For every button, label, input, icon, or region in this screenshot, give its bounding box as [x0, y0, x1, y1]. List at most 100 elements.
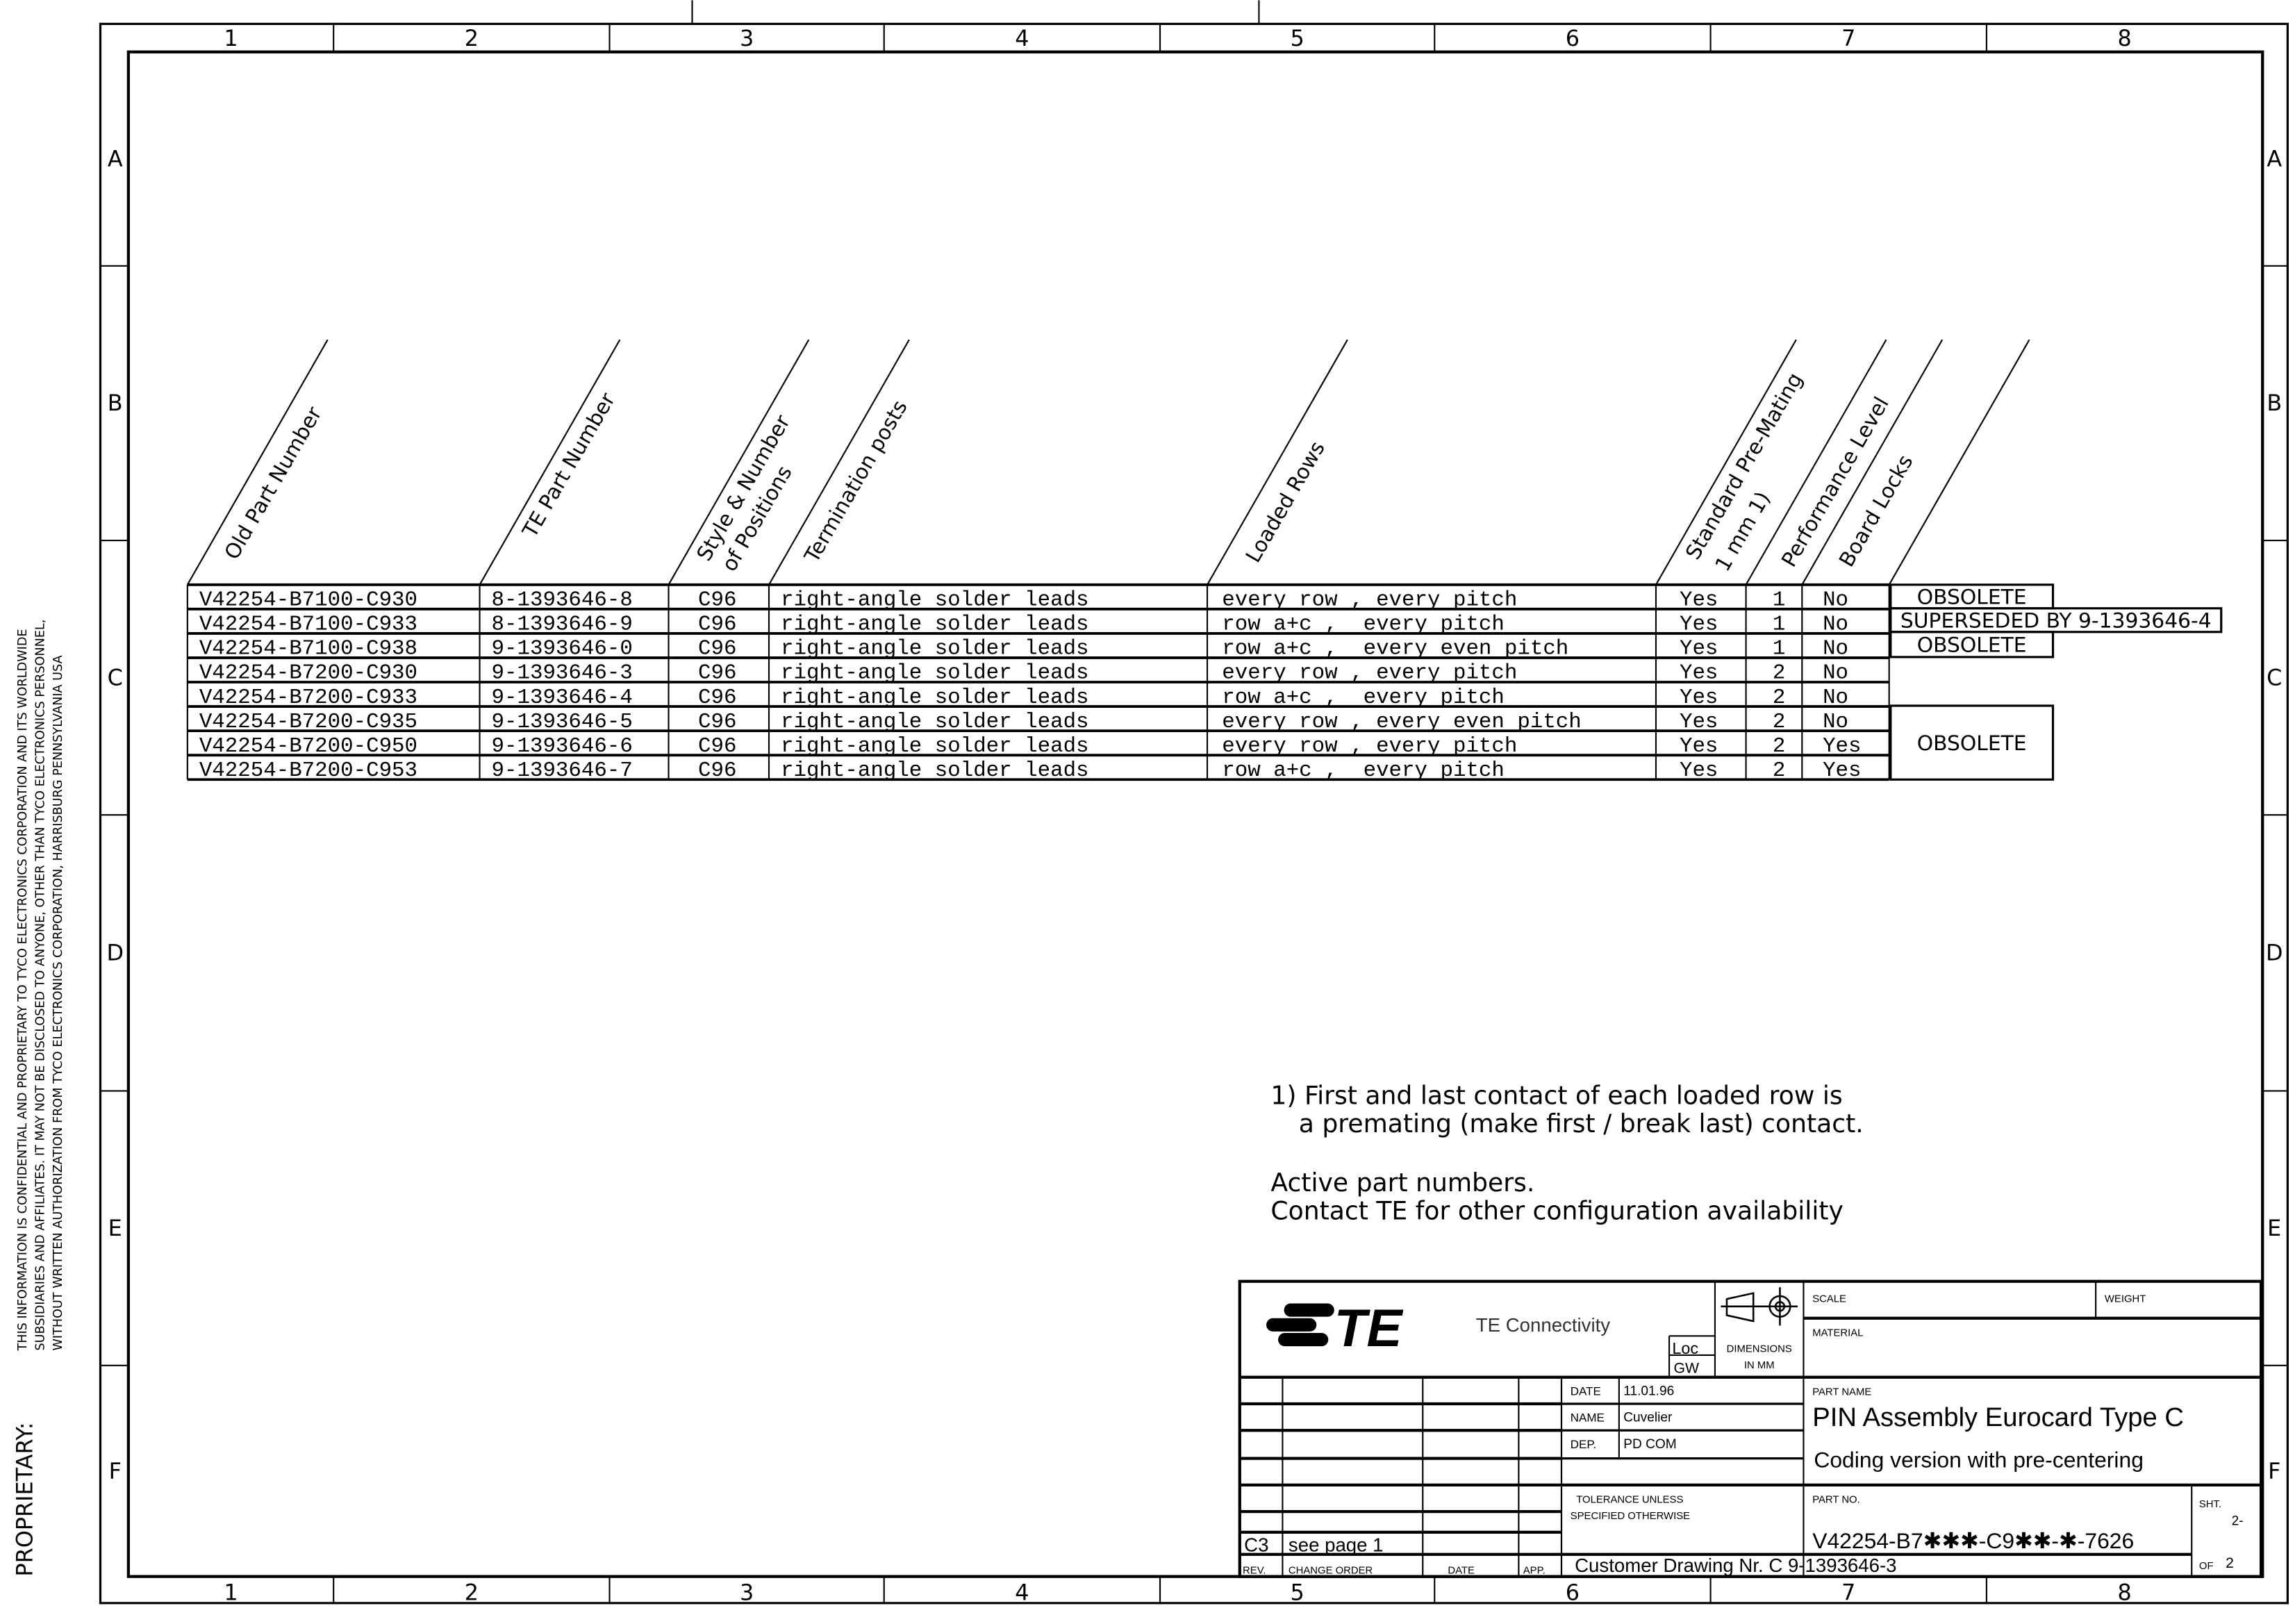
name-label: NAME	[1571, 1411, 1605, 1425]
table-cell: Yes	[1680, 637, 1718, 661]
status-label: OBSOLETE	[1917, 633, 2027, 657]
table-cell: 1	[1773, 613, 1785, 637]
tolerance-label: TOLERANCE UNLESS	[1576, 1494, 1683, 1505]
table-cell: Yes	[1680, 759, 1718, 783]
customer-drawing-number: Customer Drawing Nr. C 9-1393646-3	[1575, 1555, 1896, 1576]
row-marker: D	[2266, 940, 2283, 966]
column-marker: 4	[1015, 25, 1029, 51]
table-cell: No	[1823, 661, 1848, 686]
table-cell: 2	[1773, 710, 1785, 734]
part-no-label: PART NO.	[1812, 1494, 1860, 1505]
table-cell: Yes	[1823, 734, 1861, 759]
table-cell: right-angle solder leads	[781, 613, 1089, 637]
table-cell: Yes	[1823, 759, 1861, 783]
table-cell: right-angle solder leads	[781, 661, 1089, 686]
column-marker: 8	[2117, 1580, 2131, 1606]
row-marker: A	[108, 145, 123, 172]
table-cell: 9-1393646-7	[492, 759, 633, 783]
table-cell: No	[1823, 710, 1848, 734]
status-box	[1889, 704, 2055, 781]
table-cell: 9-1393646-3	[492, 661, 633, 686]
header-slant-line	[1655, 339, 1797, 586]
column-marker: 6	[1566, 25, 1580, 51]
table-cell: V42254-B7200-C933	[199, 686, 417, 710]
dimensions-unit: IN MM	[1744, 1360, 1775, 1371]
material-label: MATERIAL	[1812, 1327, 1863, 1339]
table-cell: C96	[698, 588, 736, 613]
status-box	[1889, 607, 2223, 633]
table-cell: Yes	[1680, 686, 1718, 710]
company-name: TE Connectivity	[1476, 1314, 1611, 1336]
logo-text: TE	[1334, 1299, 1404, 1358]
contact-note: Contact TE for other configuration avail…	[1270, 1195, 1843, 1225]
dep-value: PD COM	[1623, 1437, 1676, 1452]
header-slant-line	[1745, 339, 1887, 586]
proprietary-notice: PROPRIETARY: THIS INFORMATION IS CONFIDE…	[12, 620, 65, 1577]
table-cell: every row , every even pitch	[1222, 710, 1581, 734]
table-cell: Yes	[1680, 710, 1718, 734]
dimensions-label: DIMENSIONS	[1727, 1344, 1792, 1355]
table-cell: row a+c , every pitch	[1222, 759, 1505, 783]
header-slant-line	[1801, 339, 1944, 586]
column-marker: 8	[2117, 25, 2131, 51]
table-cell: 9-1393646-6	[492, 734, 633, 759]
table-cell: right-angle solder leads	[781, 686, 1089, 710]
column-header: TE Part Number	[517, 388, 620, 542]
status-box	[1889, 631, 2055, 658]
column-header: Termination posts	[799, 396, 913, 567]
table-cell: row a+c , every pitch	[1222, 613, 1505, 637]
header-slant-line	[1207, 339, 1348, 586]
row-marker: B	[2267, 390, 2282, 416]
column-marker: 1	[224, 25, 238, 51]
table-cell: 2	[1773, 661, 1785, 686]
column-marker: 3	[740, 25, 754, 51]
loc-label: Loc	[1672, 1339, 1698, 1357]
table-cell: every row , every pitch	[1222, 734, 1517, 759]
column-marker: 7	[1841, 25, 1855, 51]
table-cell: 2	[1773, 759, 1785, 783]
table-cell: every row , every pitch	[1222, 661, 1517, 686]
header-slant-line	[768, 339, 910, 586]
table-cell: right-angle solder leads	[781, 734, 1089, 759]
row-marker: C	[2267, 664, 2282, 690]
proprietary-line: THIS INFORMATION IS CONFIDENTIAL AND PRO…	[16, 629, 30, 1351]
table-cell: 9-1393646-4	[492, 686, 633, 710]
status-label: SUPERSEDED BY 9-1393646-4	[1900, 608, 2212, 633]
column-marker: 7	[1841, 1580, 1855, 1606]
row-marker: E	[2267, 1215, 2281, 1241]
scale-label: SCALE	[1812, 1293, 1846, 1304]
table-cell: C96	[698, 686, 736, 710]
column-marker: 5	[1291, 1580, 1304, 1606]
app-label: APP.	[1523, 1565, 1546, 1576]
date-label: DATE	[1571, 1384, 1601, 1398]
title-block: TE TE Connectivity Loc GW DIMENSIONS IN …	[1238, 1279, 2263, 1578]
of-value: 2	[2226, 1555, 2234, 1571]
sheet-value: 2-	[2232, 1514, 2244, 1528]
table-cell: right-angle solder leads	[781, 637, 1089, 661]
note-1: 1) First and last contact of each loaded…	[1270, 1081, 1842, 1111]
table-cell: Yes	[1680, 734, 1718, 759]
table-cell: V42254-B7200-C935	[199, 710, 417, 734]
row-marker: E	[108, 1215, 122, 1241]
row-marker: F	[2268, 1457, 2280, 1484]
table-cell: right-angle solder leads	[781, 710, 1089, 734]
column-marker: 3	[740, 1580, 754, 1606]
table-cell: right-angle solder leads	[781, 588, 1089, 613]
header-slant-line	[668, 339, 810, 586]
revision-value: C3	[1244, 1534, 1268, 1556]
proprietary-label: PROPRIETARY:	[12, 1422, 38, 1576]
table-cell: 2	[1773, 686, 1785, 710]
table-cell: No	[1823, 637, 1848, 661]
column-marker: 2	[465, 1580, 479, 1606]
table-cell: row a+c , every pitch	[1222, 686, 1505, 710]
status-label: OBSOLETE	[1917, 585, 2027, 609]
weight-label: WEIGHT	[2105, 1293, 2146, 1304]
table-cell: 2	[1773, 734, 1785, 759]
table-cell: row a+c , every even pitch	[1222, 637, 1568, 661]
dep-label: DEP.	[1571, 1438, 1596, 1451]
table-cell: 8-1393646-8	[492, 588, 633, 613]
